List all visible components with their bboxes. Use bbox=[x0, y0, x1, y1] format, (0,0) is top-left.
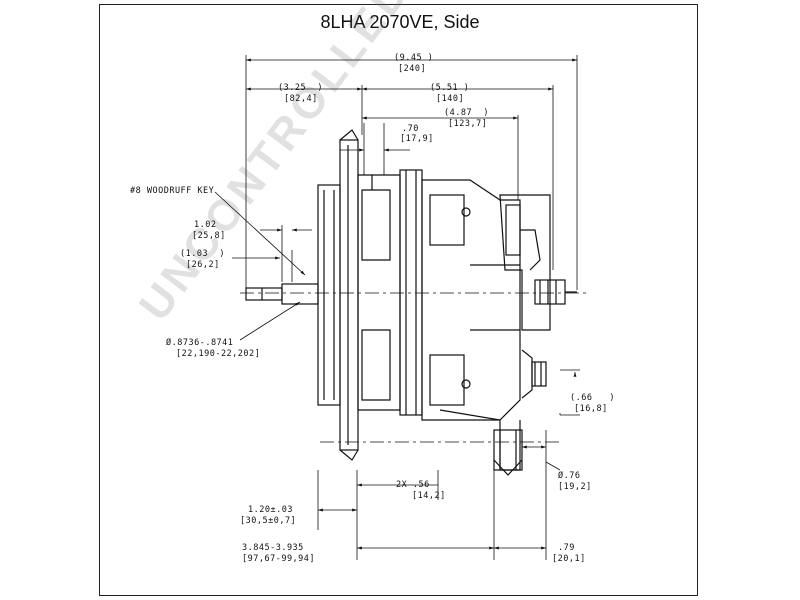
drawing-frame bbox=[99, 4, 698, 596]
dim-120-mm: [30,5±0,7] bbox=[240, 516, 297, 526]
dim-070-mm: [17,9] bbox=[400, 134, 434, 144]
rear-housing bbox=[421, 179, 521, 421]
dim-079-in: .79 bbox=[558, 543, 575, 553]
dim-shaft-mm: [22,190-22,202] bbox=[176, 349, 261, 359]
stator bbox=[399, 169, 423, 416]
dim-overall-mm: [240] bbox=[398, 64, 427, 74]
dim-076-mm: [19,2] bbox=[558, 482, 592, 492]
dim-120-in: 1.20±.03 bbox=[248, 505, 293, 515]
dim-3845-in: 3.845-3.935 bbox=[242, 543, 304, 553]
dim-102-mm: [25,8] bbox=[192, 231, 226, 241]
dim-079-mm: [20,1] bbox=[552, 554, 586, 564]
dim-shaft-in: Ø.8736-.8741 bbox=[166, 338, 234, 348]
output-stud bbox=[521, 349, 547, 399]
dim-325-mm: [82,4] bbox=[284, 94, 318, 104]
dim-551-mm: [140] bbox=[436, 94, 465, 104]
front-housing bbox=[357, 174, 401, 411]
dimension-lines bbox=[214, 58, 577, 550]
dim-3845-mm: [97,67-99,94] bbox=[242, 554, 316, 564]
mounting-foot bbox=[439, 409, 523, 476]
fan-pulley bbox=[317, 129, 359, 461]
dim-056-mm: [14,2] bbox=[412, 491, 446, 501]
regulator bbox=[499, 194, 577, 331]
drawing-title: 8LHA 2070VE, Side bbox=[320, 12, 480, 32]
dim-103-in: (1.03 ) bbox=[180, 249, 225, 259]
dim-325-in: (3.25 ) bbox=[278, 83, 323, 93]
woodruff-key-label: #8 WOODRUFF KEY bbox=[130, 186, 215, 196]
dim-551-in: (5.51 ) bbox=[430, 83, 470, 93]
dim-487-in: (4.87 ) bbox=[444, 108, 489, 118]
dim-066-in: (.66 ) bbox=[570, 393, 615, 403]
dim-103-mm: [26,2] bbox=[186, 260, 220, 270]
dim-102-in: 1.02 bbox=[194, 220, 217, 230]
shaft bbox=[245, 283, 319, 305]
dim-056-in: 2X .56 bbox=[396, 480, 430, 490]
dim-487-mm: [123,7] bbox=[448, 119, 488, 129]
dim-076-in: Ø.76 bbox=[558, 471, 581, 481]
dim-070-in: .70 bbox=[402, 124, 419, 134]
dim-066-mm: [16,8] bbox=[574, 404, 608, 414]
dim-overall-in: (9.45 ) bbox=[394, 53, 434, 63]
